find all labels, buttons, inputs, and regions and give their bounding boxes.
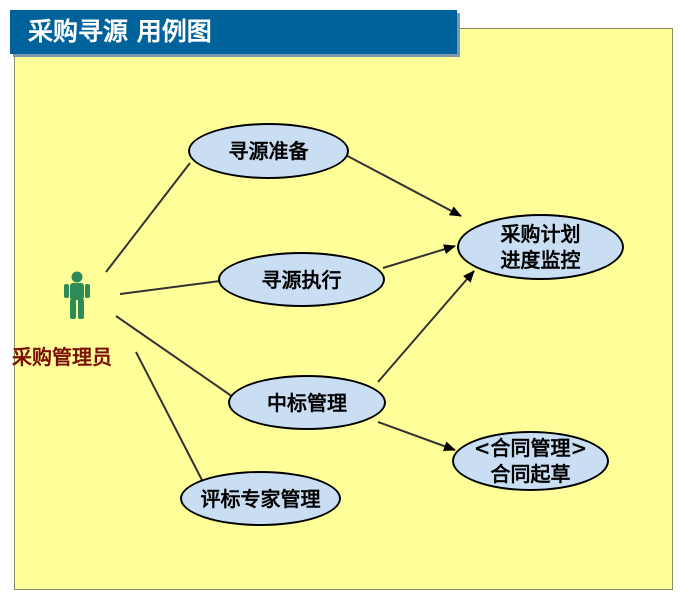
diagram-title: 采购寻源 用例图 <box>28 17 212 46</box>
arrow-award-contract <box>377 421 456 451</box>
diagram-canvas <box>14 28 673 590</box>
usecase-sourcing-prep[interactable]: 寻源准备 <box>188 123 349 179</box>
usecase-sourcing-exec[interactable]: 寻源执行 <box>218 252 385 307</box>
arrow-prep-plan <box>339 151 462 217</box>
arrow-exec-plan <box>382 244 456 269</box>
arrow-award-plan <box>377 270 475 383</box>
title-bar: 采购寻源 用例图 <box>10 10 457 54</box>
association-award <box>115 315 234 398</box>
usecase-contract-drafting[interactable]: <合同管理> 合同起草 <box>452 431 609 491</box>
usecase-plan-monitoring[interactable]: 采购计划 进度监控 <box>457 214 624 280</box>
usecase-expert-management[interactable]: 评标专家管理 <box>180 471 341 526</box>
actor-icon <box>64 271 90 319</box>
actor-label: 采购管理员 <box>12 345 112 369</box>
association-expert <box>135 351 204 483</box>
association-prep <box>105 162 191 273</box>
association-exec <box>119 280 221 295</box>
usecase-award-management[interactable]: 中标管理 <box>228 375 386 430</box>
